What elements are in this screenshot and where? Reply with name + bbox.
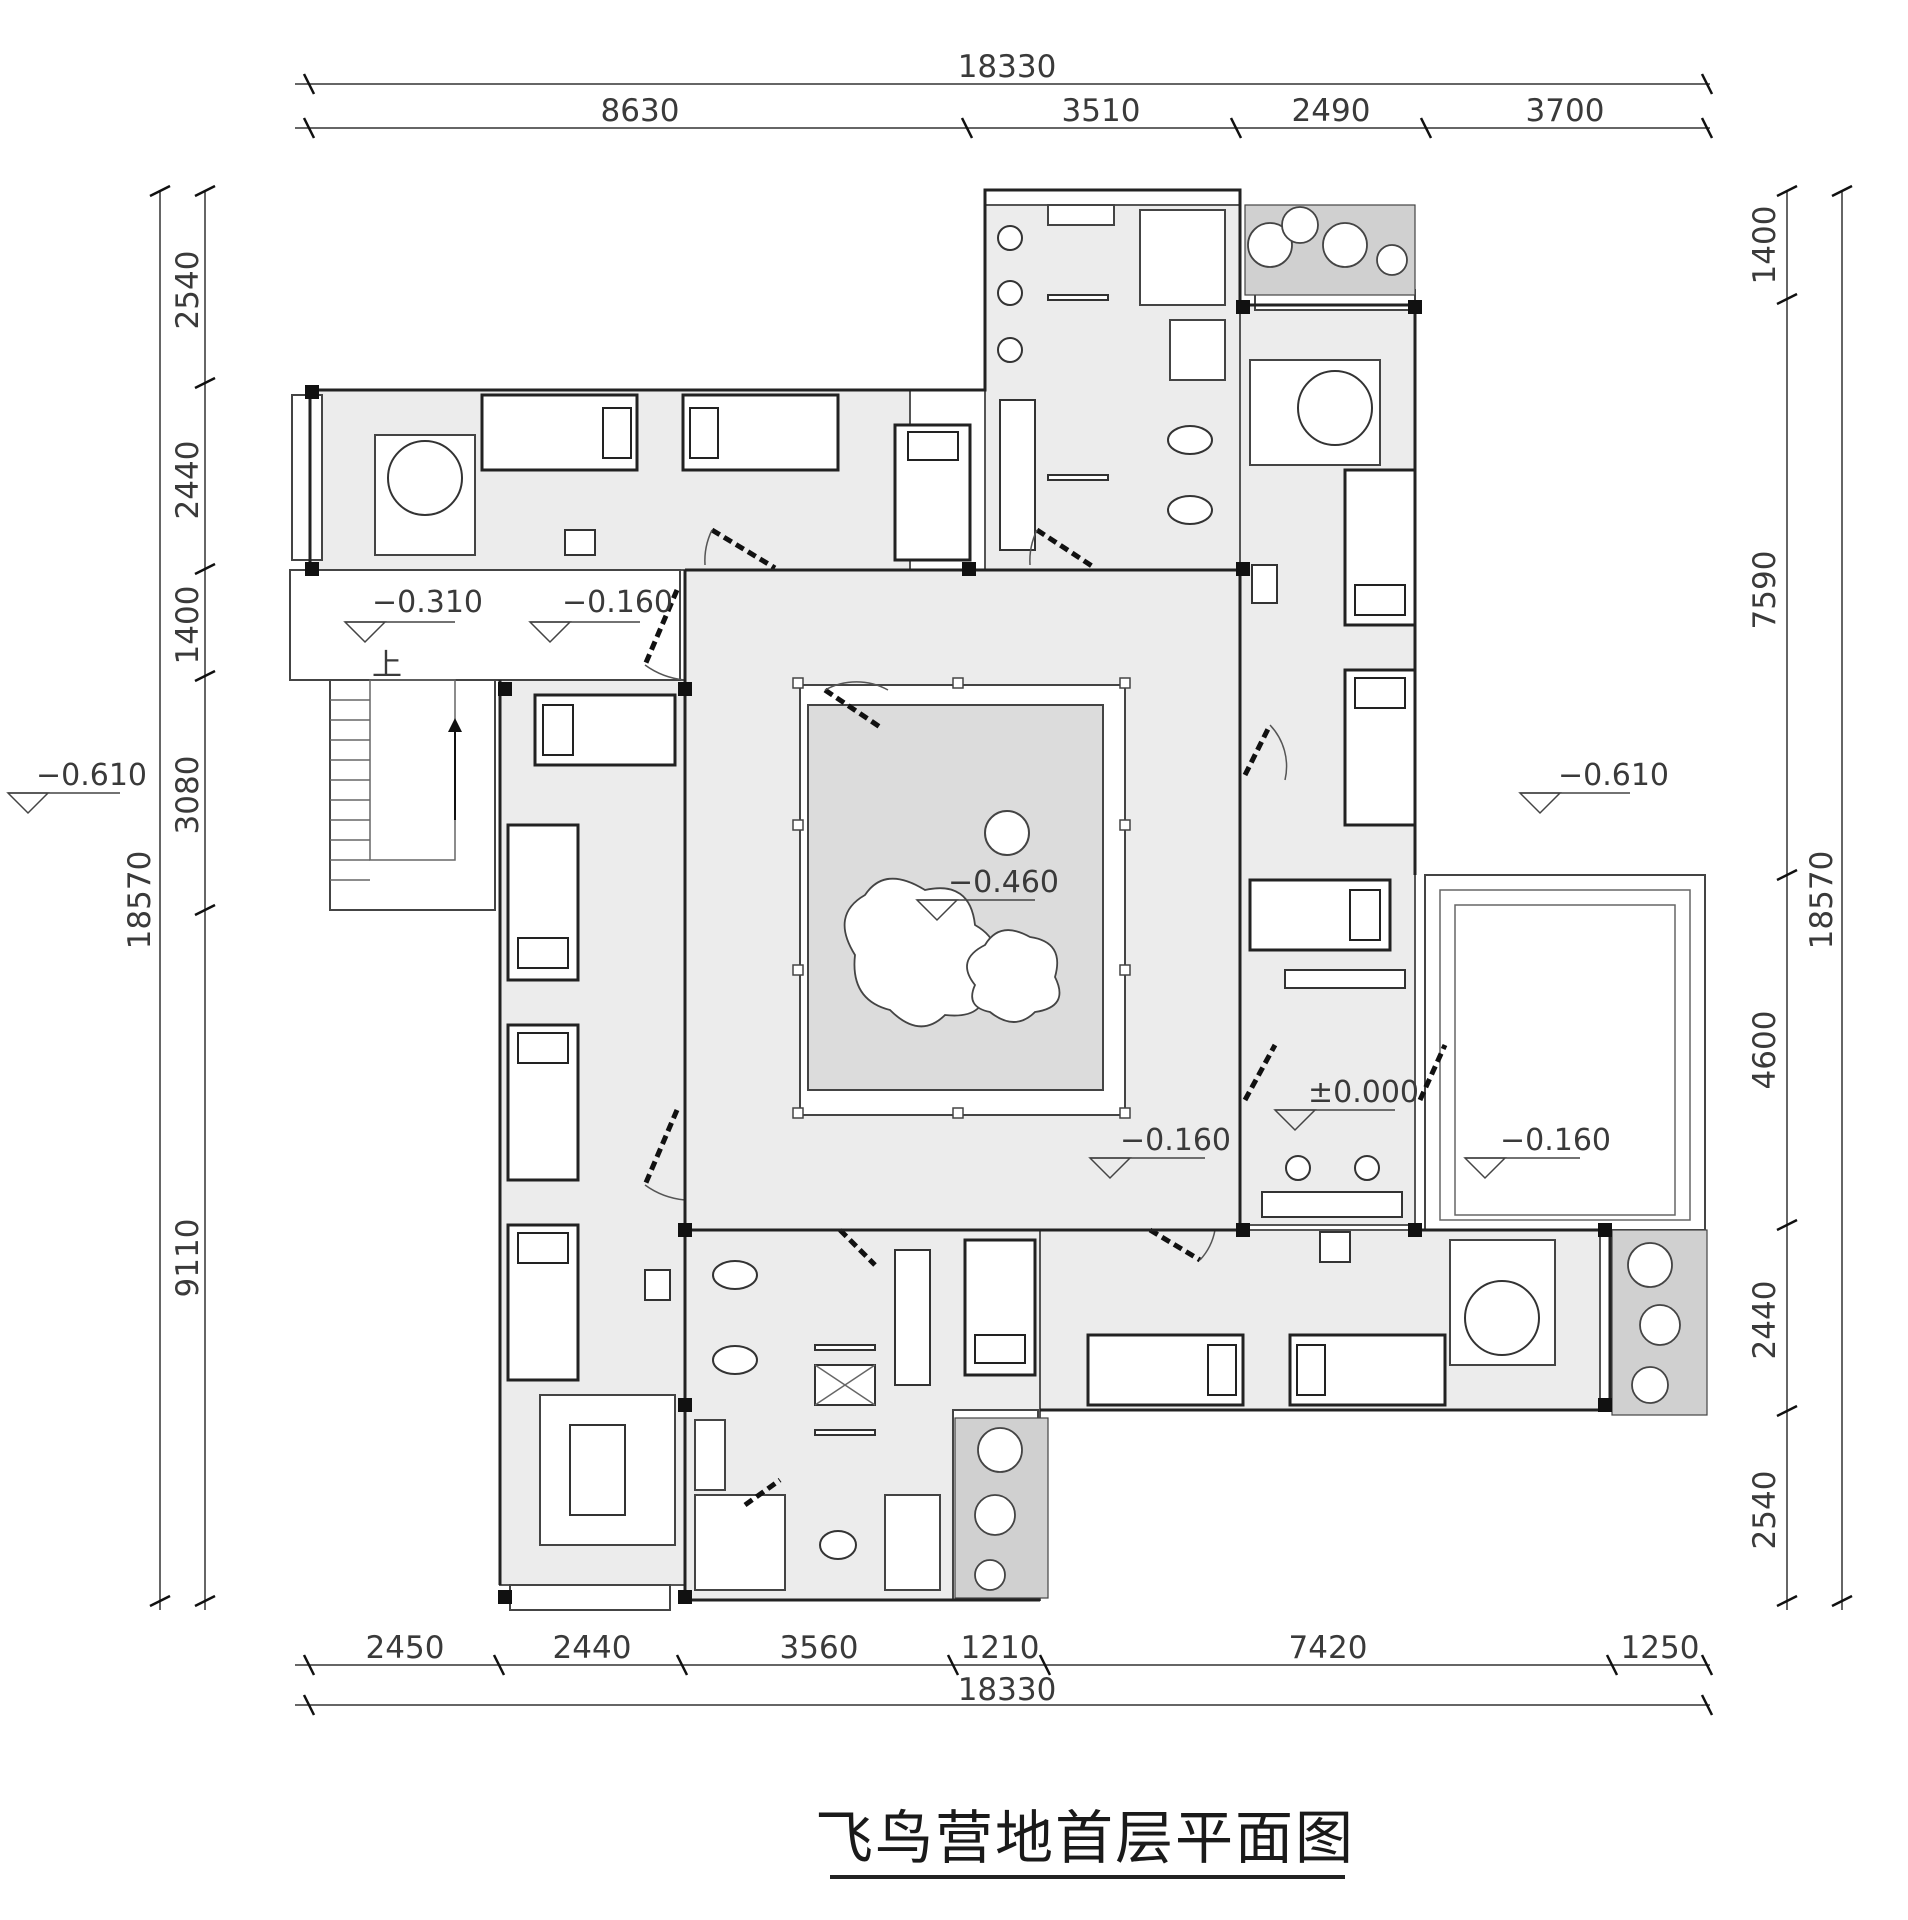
dim-top-3: 2490 — [1292, 93, 1371, 129]
level-marker-outside-right: −0.610 — [1518, 758, 1669, 815]
dim-top-1: 8630 — [601, 93, 680, 129]
courtyard-lamp — [984, 810, 1030, 856]
dim-top-4: 3700 — [1526, 93, 1605, 129]
level-marker-terrace: −0.160 — [1463, 1123, 1611, 1180]
dimension-ticks — [149, 73, 1853, 1716]
dim-bottom-1: 2450 — [366, 1630, 445, 1666]
level-marker-courtyard: −0.460 — [915, 865, 1059, 922]
drawing-title: 飞鸟营地首层平面图 — [815, 1804, 1355, 1872]
dim-left-overall: 18570 — [122, 851, 158, 950]
level-marker-outside-left: −0.610 — [6, 758, 147, 815]
dim-left-3: 1400 — [170, 586, 206, 665]
level-marker-corridor: −0.160 — [1088, 1123, 1231, 1180]
round-table-icon — [1464, 1280, 1540, 1356]
dim-bottom-3: 3560 — [780, 1630, 859, 1666]
level-label: −0.160 — [1120, 1123, 1231, 1158]
structural-columns — [305, 300, 1612, 1604]
level-marker-entry-right: −0.160 — [528, 585, 673, 644]
level-marker-lobby: ±0.000 — [1273, 1075, 1419, 1132]
dim-top-2: 3510 — [1062, 93, 1141, 129]
room-fixtures — [291, 204, 1706, 1611]
level-label: −0.160 — [1500, 1123, 1611, 1158]
courtyard-tree-icon — [843, 877, 1061, 1028]
dim-top-overall: 18330 — [958, 49, 1057, 85]
right-terrace-edge-2 — [1454, 904, 1676, 1216]
lobby-counter — [1284, 969, 1406, 989]
dim-bottom-2: 2440 — [553, 1630, 632, 1666]
level-label: −0.460 — [948, 865, 1059, 900]
dim-right-overall: 18570 — [1804, 851, 1840, 950]
right-terrace — [1424, 874, 1706, 1231]
dim-left-4: 3080 — [170, 756, 206, 835]
round-table-icon — [1297, 370, 1373, 446]
dim-bottom-5: 7420 — [1289, 1630, 1368, 1666]
dim-left-5: 9110 — [170, 1219, 206, 1298]
planters — [954, 204, 1708, 1599]
dim-bottom-4: 1210 — [961, 1630, 1040, 1666]
dim-bottom-6: 1250 — [1621, 1630, 1700, 1666]
dim-right-2: 7590 — [1747, 551, 1783, 630]
level-label: −0.160 — [562, 585, 673, 620]
dim-right-1: 1400 — [1747, 206, 1783, 285]
dim-left-2: 2440 — [170, 441, 206, 520]
level-marker-entry-left: −0.310 — [343, 585, 483, 644]
entry-stairs: 上 — [329, 648, 496, 911]
stair-up-label: 上 — [372, 648, 402, 683]
dimension-lines — [159, 83, 1843, 1706]
beds — [480, 393, 1447, 1407]
level-label: ±0.000 — [1308, 1075, 1419, 1110]
dim-left-1: 2540 — [170, 251, 206, 330]
level-label: −0.610 — [1558, 758, 1669, 793]
level-label: −0.310 — [372, 585, 483, 620]
dim-right-4: 2440 — [1747, 1281, 1783, 1360]
dim-bottom-overall: 18330 — [958, 1672, 1057, 1708]
level-label: −0.610 — [36, 758, 147, 793]
round-table-icon — [387, 440, 463, 516]
doors — [642, 527, 1448, 1508]
dim-right-3: 4600 — [1747, 1011, 1783, 1090]
dim-right-5: 2540 — [1747, 1471, 1783, 1550]
